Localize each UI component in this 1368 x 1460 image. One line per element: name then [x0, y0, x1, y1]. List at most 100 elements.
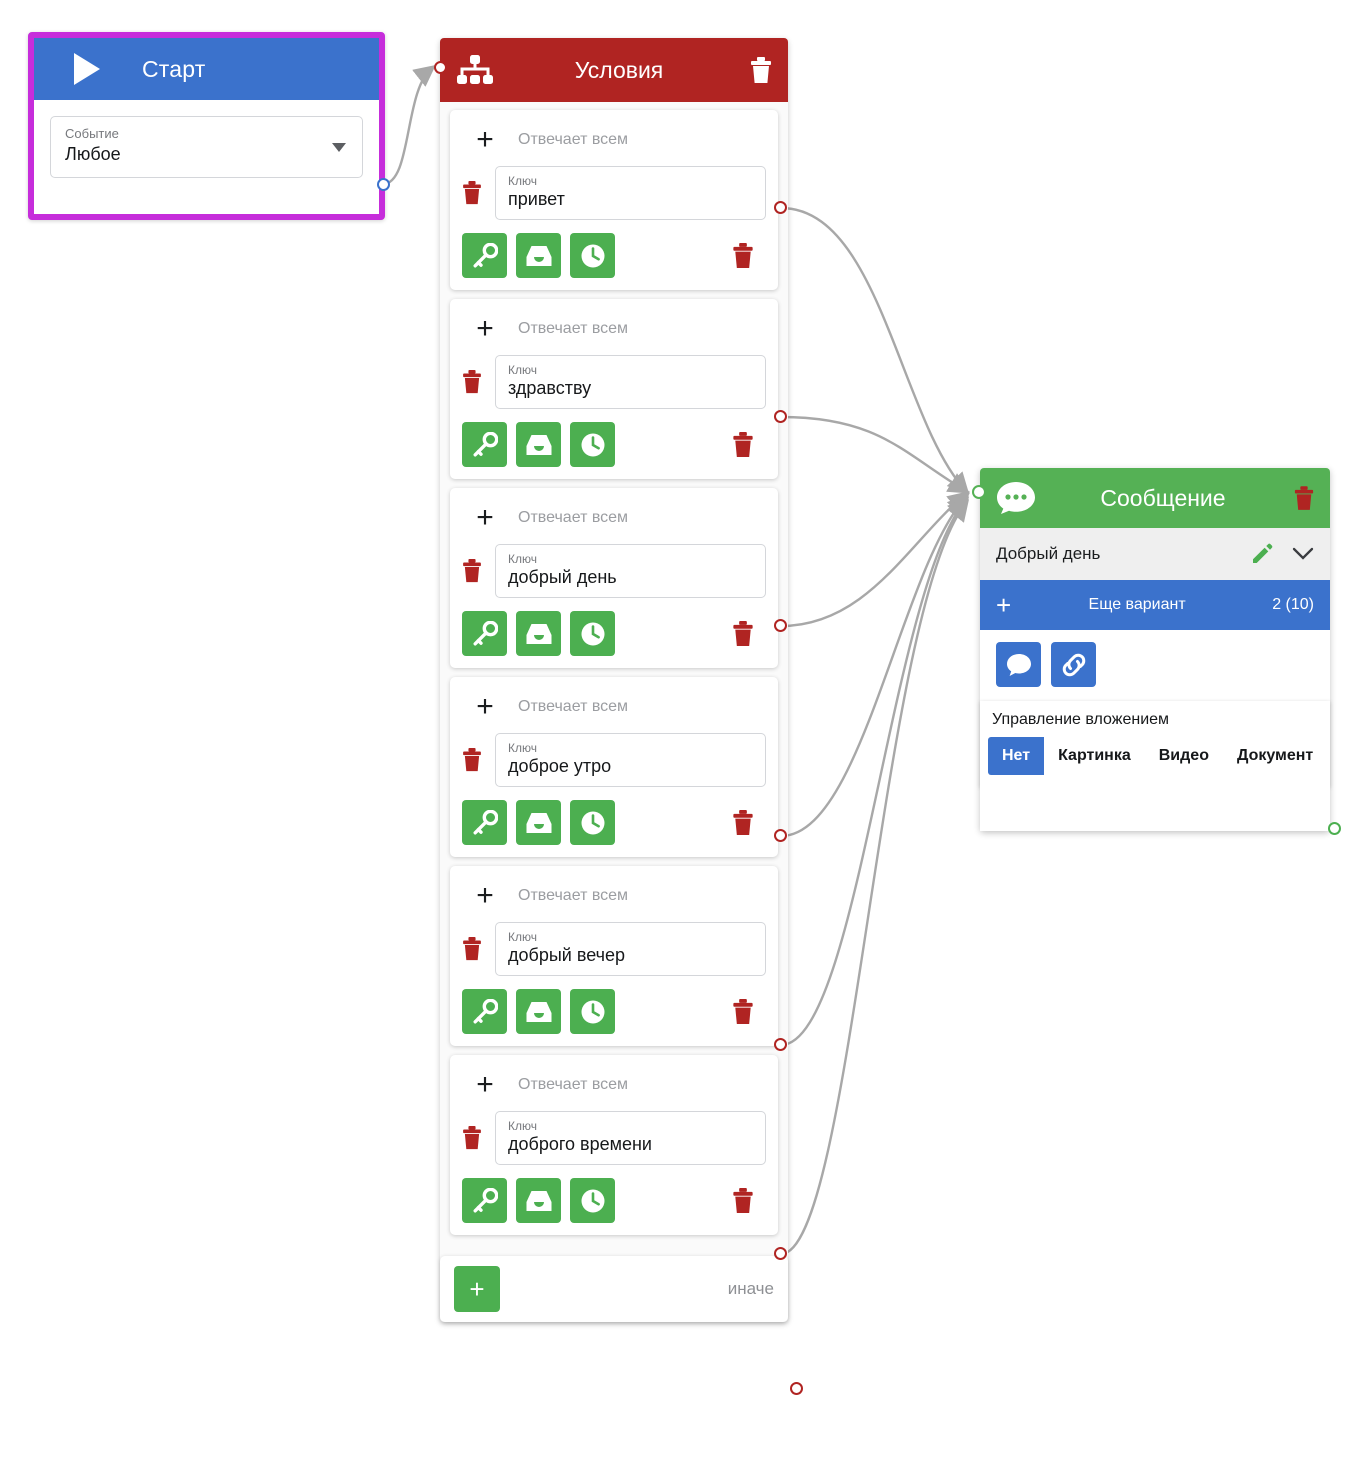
- plus-icon[interactable]: +: [476, 312, 494, 345]
- clock-icon[interactable]: [570, 800, 615, 845]
- chat-icon[interactable]: [996, 642, 1041, 687]
- conditions-input-port[interactable]: [434, 61, 447, 74]
- chat-bubble-icon: [996, 481, 1036, 515]
- key-input-value: доброе утро: [508, 756, 612, 776]
- else-label: иначе: [727, 1279, 774, 1298]
- chevron-down-icon[interactable]: [1292, 547, 1314, 561]
- start-output-port[interactable]: [377, 178, 390, 191]
- start-node-body: Событие Любое: [34, 100, 379, 178]
- conditions-node-title: Условия: [574, 56, 664, 83]
- attachment-tab-документ[interactable]: Документ: [1236, 747, 1314, 764]
- pencil-icon[interactable]: [1250, 542, 1274, 566]
- key-icon[interactable]: [462, 611, 507, 656]
- key-icon[interactable]: [462, 800, 507, 845]
- clock-icon[interactable]: [570, 1178, 615, 1223]
- attachment-tab-нет[interactable]: Нет: [988, 737, 1045, 775]
- trash-icon[interactable]: [732, 242, 754, 269]
- condition-action-row: [462, 233, 766, 278]
- condition-action-row: [462, 989, 766, 1034]
- edge-row1-to-message: [780, 206, 970, 495]
- more-variant-row[interactable]: + Еще вариант 2 (10): [980, 580, 1330, 630]
- trash-icon[interactable]: [462, 937, 482, 961]
- plus-icon[interactable]: +: [476, 690, 494, 723]
- event-value: Любое: [65, 144, 121, 164]
- link-icon[interactable]: [1051, 642, 1096, 687]
- attachment-title: Управление вложением: [992, 711, 1170, 728]
- event-label: Событие: [65, 126, 119, 141]
- add-condition-button[interactable]: +: [454, 1266, 500, 1312]
- key-input-label: Ключ: [508, 930, 537, 944]
- inbox-icon[interactable]: [516, 1178, 561, 1223]
- respond-label: Отвечает всем: [518, 698, 629, 715]
- clock-icon[interactable]: [570, 989, 615, 1034]
- condition-output-port-4[interactable]: [774, 829, 787, 842]
- condition-output-port-2[interactable]: [774, 410, 787, 423]
- edge-row3-to-message: [780, 490, 970, 628]
- key-icon[interactable]: [462, 989, 507, 1034]
- plus-icon[interactable]: +: [476, 1068, 494, 1101]
- plus-icon[interactable]: +: [476, 879, 494, 912]
- inbox-icon[interactable]: [516, 800, 561, 845]
- trash-icon[interactable]: [732, 998, 754, 1025]
- condition-output-port-6[interactable]: [774, 1247, 787, 1260]
- message-node-footer: [980, 787, 1330, 831]
- sitemap-icon: [456, 54, 494, 86]
- condition-output-port-3[interactable]: [774, 619, 787, 632]
- inbox-icon[interactable]: [516, 611, 561, 656]
- message-node[interactable]: Сообщение Добрый день: [980, 468, 1330, 831]
- attachment-tab-видео[interactable]: Видео: [1158, 747, 1209, 764]
- inbox-icon[interactable]: [516, 233, 561, 278]
- key-input-label: Ключ: [508, 741, 537, 755]
- trash-icon[interactable]: [732, 1187, 754, 1214]
- condition-action-row: [462, 611, 766, 656]
- message-input-port[interactable]: [972, 485, 986, 499]
- else-output-port[interactable]: [790, 1382, 803, 1395]
- condition-output-port-5[interactable]: [774, 1038, 787, 1051]
- start-node[interactable]: Старт Событие Любое: [28, 32, 385, 220]
- inbox-icon[interactable]: [516, 422, 561, 467]
- message-output-port[interactable]: [1328, 822, 1341, 835]
- attachment-tab-картинка[interactable]: Картинка: [1058, 747, 1131, 764]
- respond-label: Отвечает всем: [518, 131, 629, 148]
- key-input-value: добрый день: [508, 567, 617, 587]
- key-input-label: Ключ: [508, 1119, 537, 1133]
- condition-action-row: [462, 1178, 766, 1223]
- trash-icon[interactable]: [732, 620, 754, 647]
- condition-card-top-row: +Отвечает всем: [462, 1065, 766, 1105]
- key-icon[interactable]: [462, 422, 507, 467]
- trash-icon[interactable]: [462, 181, 482, 205]
- trash-icon[interactable]: [462, 748, 482, 772]
- trash-icon[interactable]: [750, 56, 772, 84]
- plus-icon[interactable]: +: [476, 123, 494, 156]
- condition-card-top-row: + Отвечает всем: [462, 687, 766, 727]
- clock-icon[interactable]: [570, 233, 615, 278]
- trash-icon[interactable]: [462, 1126, 482, 1150]
- key-input-label: Ключ: [508, 552, 537, 566]
- trash-icon[interactable]: [462, 370, 482, 394]
- key-icon[interactable]: [462, 233, 507, 278]
- trash-icon[interactable]: [732, 431, 754, 458]
- clock-icon[interactable]: [570, 422, 615, 467]
- inbox-icon[interactable]: [516, 989, 561, 1034]
- trash-icon[interactable]: [732, 809, 754, 836]
- plus-icon[interactable]: +: [996, 589, 1012, 620]
- condition-output-port-1[interactable]: [774, 201, 787, 214]
- chevron-down-icon[interactable]: [332, 143, 346, 152]
- clock-icon[interactable]: [570, 611, 615, 656]
- event-select[interactable]: Событие Любое: [50, 116, 363, 178]
- condition-card-top-row: +Отвечает всем: [462, 309, 766, 349]
- trash-icon[interactable]: [462, 559, 482, 583]
- plus-icon[interactable]: +: [476, 501, 494, 534]
- trash-icon[interactable]: [1294, 485, 1314, 511]
- key-icon[interactable]: [462, 1178, 507, 1223]
